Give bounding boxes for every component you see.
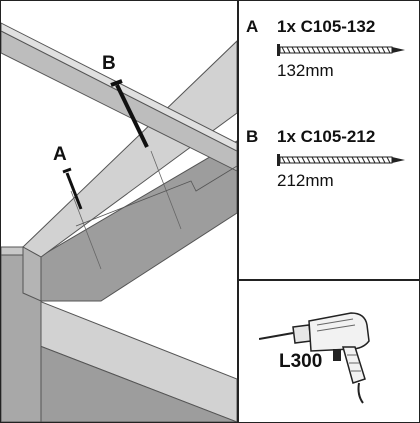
rafter-end <box>22 246 42 302</box>
screw-a-icon <box>62 167 83 210</box>
part-code: 1x C105-132 <box>277 17 376 36</box>
timber-assembly-illustration <box>1 22 237 422</box>
lower-beam-top <box>1 285 237 422</box>
part-letter: A <box>246 17 259 36</box>
assembly-drawing: A B <box>1 1 239 422</box>
callout-letter: A <box>53 144 67 165</box>
callout-letter: B <box>102 53 116 74</box>
joint-line <box>75 165 237 227</box>
part-length: 212mm <box>277 171 334 190</box>
hidden-line-b <box>150 150 182 230</box>
screw-icon <box>277 44 405 56</box>
tool-panel: L300 <box>239 281 419 422</box>
part-letter: B <box>246 127 259 146</box>
parts-list: A 1x C105-132 132mm B 1x C105-212 212mm <box>239 1 419 281</box>
screw-b-icon <box>110 79 149 148</box>
part-code: 1x C105-212 <box>277 127 376 146</box>
lower-beam-side <box>1 330 237 422</box>
part-item: B 1x C105-212 212mm <box>239 127 419 237</box>
part-length: 132mm <box>277 61 334 80</box>
hidden-line-a <box>70 190 102 270</box>
tool-label: L300 <box>279 351 323 372</box>
part-item: A 1x C105-132 132mm <box>239 17 419 127</box>
screw-icon <box>277 154 405 166</box>
drill-icon <box>259 312 370 404</box>
